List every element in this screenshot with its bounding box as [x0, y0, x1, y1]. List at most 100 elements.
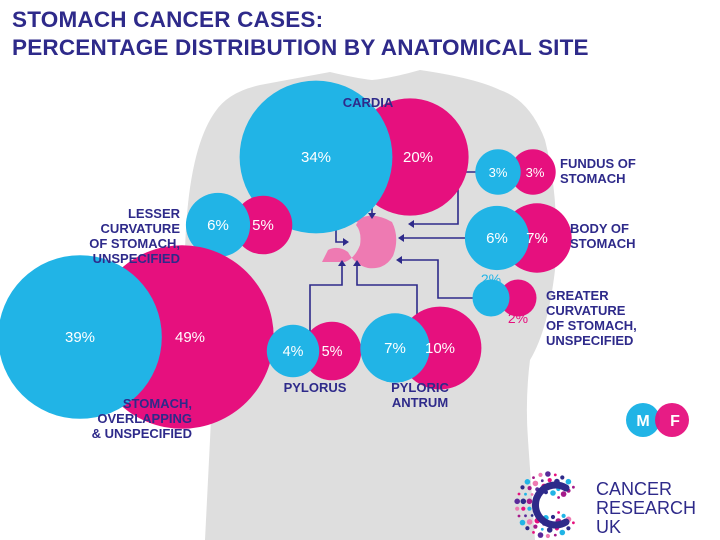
logo-line-2: RESEARCH	[596, 498, 696, 518]
bubble-male-6	[266, 324, 320, 378]
logo-dot	[545, 533, 551, 539]
logo-mark	[514, 471, 575, 539]
logo-dot	[545, 471, 551, 477]
logo-dot	[524, 492, 527, 496]
bubble-male-5	[0, 255, 162, 419]
value-label-male-5: 39%	[65, 329, 95, 346]
bubble-male-4	[472, 279, 510, 317]
logo-dot	[527, 506, 532, 511]
value-label-female-4: 2%	[508, 310, 528, 326]
value-label-male-4: 2%	[481, 271, 501, 287]
logo-dot	[550, 490, 556, 496]
site-label-fundus-0: FUNDUS OF	[560, 156, 636, 171]
logo-dot	[532, 476, 535, 479]
connector-pylorus	[309, 264, 343, 338]
site-label-overlap-1: OVERLAPPING	[97, 411, 192, 426]
logo-dot	[557, 496, 560, 499]
bubble-female-1	[510, 149, 556, 195]
logo-dot	[524, 514, 527, 518]
title-line-2: PERCENTAGE DISTRIBUTION BY ANATOMICAL SI…	[12, 35, 589, 60]
bubble-male-7	[360, 313, 430, 383]
logo-dot	[533, 524, 538, 529]
value-label-male-3: 6%	[486, 230, 508, 247]
site-label-greater-0: GREATER	[546, 288, 609, 303]
site-label-lesser-0: LESSER	[128, 206, 181, 221]
chart-title: STOMACH CANCER CASES: PERCENTAGE DISTRIB…	[12, 6, 712, 62]
logo-dot	[521, 506, 526, 511]
site-label-greater-1: CURVATURE	[546, 303, 626, 318]
site-label-antrum-0: PYLORIC	[391, 380, 449, 395]
value-label-female-1: 3%	[526, 165, 545, 180]
site-label-antrum-1: ANTRUM	[392, 395, 448, 410]
site-label-body-1: STOMACH	[570, 236, 635, 251]
logo-dot	[530, 514, 534, 517]
logo-dot	[527, 486, 532, 491]
logo-dot	[560, 491, 567, 497]
bubble-male-1	[475, 149, 521, 195]
logo-dot	[520, 485, 525, 490]
bubble-female-4	[499, 279, 537, 317]
logo-dot	[520, 498, 527, 505]
value-label-female-5: 49%	[175, 329, 205, 346]
logo-dot	[530, 493, 534, 496]
logo-dot	[559, 529, 566, 536]
connector-greater-arrow	[396, 256, 402, 264]
logo-dot	[519, 519, 526, 526]
connector-antrum-arrow	[353, 260, 361, 266]
site-label-lesser-1: CURVATURE	[101, 221, 181, 236]
bubble-female-6	[302, 321, 362, 381]
value-label-female-6: 5%	[322, 344, 343, 360]
logo-dot	[526, 498, 533, 505]
value-label-female-2: 5%	[252, 217, 274, 234]
logo-dot	[565, 478, 572, 485]
connector-fundus	[412, 171, 487, 225]
logo-dot	[572, 485, 575, 489]
logo-dot	[546, 527, 553, 533]
site-label-lesser-2: OF STOMACH,	[89, 236, 180, 251]
value-label-female-7: 10%	[425, 340, 455, 357]
site-label-overlap-2: & UNSPECIFIED	[92, 426, 192, 441]
bubble-female-2	[233, 195, 293, 255]
value-label-female-3: 7%	[526, 230, 548, 247]
connector-greater	[400, 259, 488, 299]
logo-dot	[532, 531, 535, 534]
value-label-male-6: 4%	[283, 344, 304, 360]
cancer-research-uk-logo: CANCER RESEARCH UK	[514, 471, 696, 539]
value-label-female-0: 20%	[403, 149, 433, 166]
site-label-greater-2: OF STOMACH,	[546, 318, 637, 333]
logo-dot	[553, 473, 557, 477]
logo-dot	[517, 492, 521, 496]
value-label-male-2: 6%	[207, 217, 229, 234]
connector-cardia-arrow	[368, 213, 376, 219]
logo-dot	[561, 513, 566, 519]
connector-fundus-arrow	[408, 220, 414, 228]
site-label-overlap-0: STOMACH,	[123, 396, 192, 411]
site-label-fundus-1: STOMACH	[560, 171, 625, 186]
title-line-1: STOMACH CANCER CASES:	[12, 7, 324, 32]
logo-dot	[524, 479, 531, 485]
logo-dot	[532, 480, 539, 487]
logo-dot	[553, 533, 557, 537]
value-label-male-0: 34%	[301, 149, 331, 166]
logo-dot	[547, 478, 552, 483]
bubble-male-2	[185, 192, 251, 258]
value-label-male-7: 7%	[384, 340, 406, 357]
legend-female-label: F	[670, 413, 680, 430]
logo-dot	[550, 514, 556, 520]
legend-male-label: M	[636, 413, 649, 430]
legend-male-swatch	[626, 403, 660, 437]
logo-dot	[572, 521, 575, 525]
connector-body-arrow	[398, 234, 404, 242]
site-label-greater-3: UNSPECIFIED	[546, 333, 633, 348]
legend-female-swatch	[655, 403, 689, 437]
site-label-cardia-0: CARDIA	[343, 95, 394, 110]
logo-dot	[560, 475, 565, 480]
bubble-male-3	[464, 205, 530, 271]
logo-dot	[540, 479, 544, 483]
logo-line-3: UK	[596, 517, 621, 537]
connector-lesser-arrow	[343, 238, 349, 246]
logo-dot	[526, 519, 533, 525]
logo-dot	[540, 527, 544, 531]
logo-dot	[557, 511, 560, 514]
